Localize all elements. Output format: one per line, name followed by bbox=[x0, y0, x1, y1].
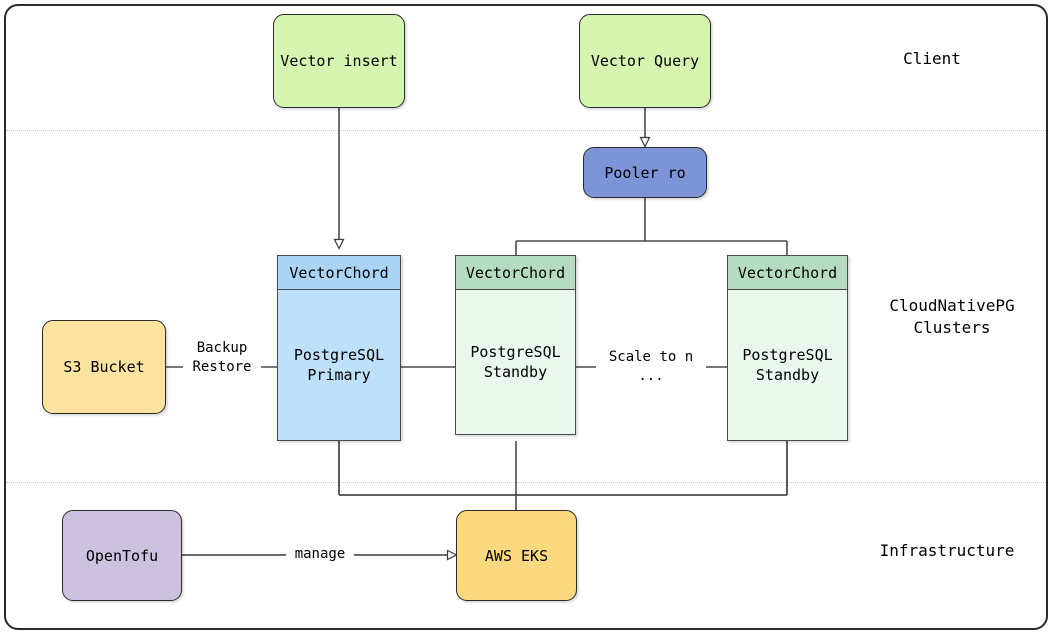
cluster-body-postgresql-standby-1: PostgreSQL Standby bbox=[470, 343, 561, 381]
node-vector-query[interactable]: Vector Query bbox=[579, 14, 711, 108]
node-s3-bucket[interactable]: S3 Bucket bbox=[42, 320, 166, 414]
node-aws-eks[interactable]: AWS EKS bbox=[456, 510, 577, 601]
edge-label-manage: manage bbox=[286, 545, 354, 564]
node-pooler-ro[interactable]: Pooler ro bbox=[583, 147, 707, 198]
node-opentofu[interactable]: OpenTofu bbox=[62, 510, 182, 601]
zone-label-infrastructure: Infrastructure bbox=[879, 541, 1015, 560]
zone-separator-clusters-infrastructure bbox=[6, 482, 1046, 483]
cluster-body-postgresql-primary: PostgreSQL Primary bbox=[293, 346, 385, 384]
node-vector-insert[interactable]: Vector insert bbox=[273, 14, 405, 108]
cluster-postgresql-primary[interactable]: VectorChord PostgreSQL Primary bbox=[277, 255, 401, 441]
edge-label-scale-to-n: Scale to n ... bbox=[596, 348, 706, 386]
zone-separator-client-clusters bbox=[6, 130, 1046, 131]
cluster-postgresql-standby-2[interactable]: VectorChord PostgreSQL Standby bbox=[727, 255, 848, 441]
zone-label-cloudnativepg-clusters: CloudNativePG Clusters bbox=[889, 296, 1015, 337]
cluster-postgresql-standby-1[interactable]: VectorChord PostgreSQL Standby bbox=[455, 255, 576, 435]
cluster-header-vectorchord-standby-1: VectorChord bbox=[456, 256, 575, 290]
zone-label-client: Client bbox=[903, 49, 961, 68]
cluster-body-postgresql-standby-2: PostgreSQL Standby bbox=[742, 346, 833, 384]
edge-label-backup-restore: Backup Restore bbox=[183, 339, 261, 377]
cluster-header-vectorchord-primary: VectorChord bbox=[278, 256, 400, 290]
cluster-header-vectorchord-standby-2: VectorChord bbox=[728, 256, 847, 290]
